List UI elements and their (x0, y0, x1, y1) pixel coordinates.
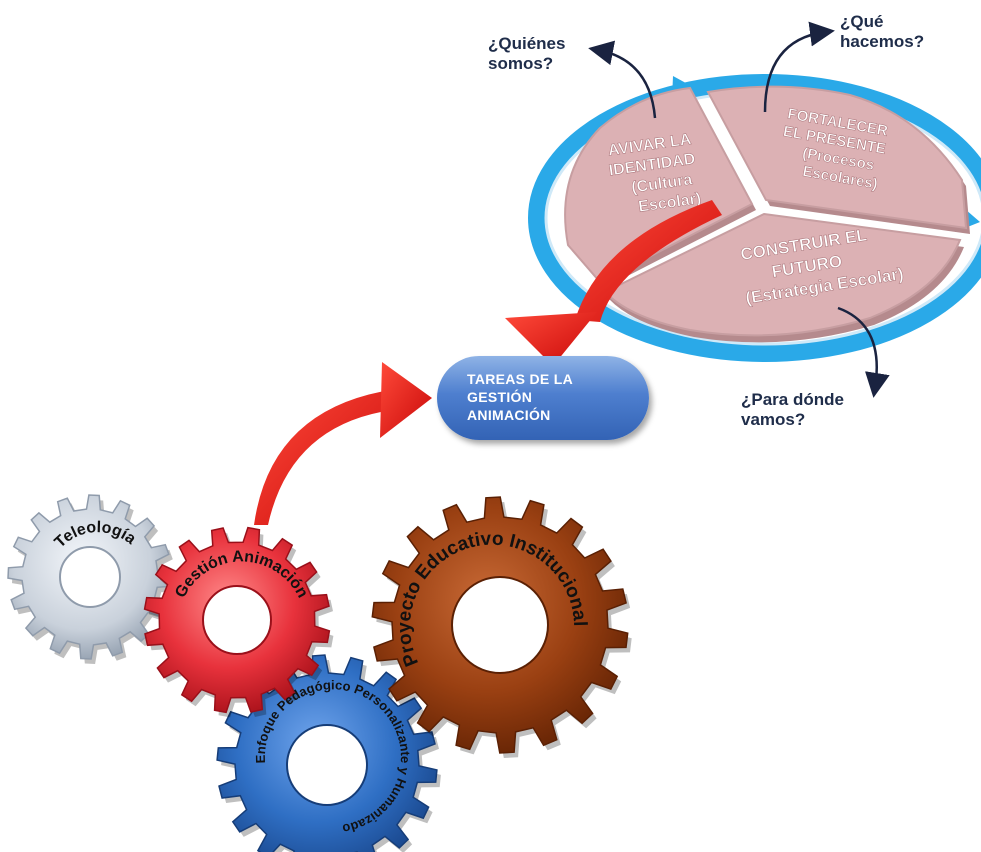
question-who: ¿Quiénes somos? (488, 34, 566, 73)
gear-blue-hole (286, 724, 368, 806)
segment-identity (564, 86, 756, 288)
arrow-cycle-to-tasks (505, 200, 722, 366)
gear-blue (216, 654, 441, 852)
gear-red (143, 526, 334, 718)
question-where: ¿Para dónde vamos? (741, 390, 844, 429)
arrow-gears-to-tasks (254, 362, 432, 525)
pointer-where (837, 306, 890, 398)
gear-brown-hole (451, 576, 549, 674)
gear-red-hole (202, 585, 272, 655)
gear-brown (371, 496, 632, 758)
segment-future (603, 212, 964, 343)
gear-gray (7, 494, 176, 664)
segment-present (706, 85, 970, 235)
pointer-what (763, 21, 835, 113)
gear-gray-hole (59, 546, 121, 608)
pointer-who (588, 40, 657, 119)
gears-group (7, 494, 632, 852)
question-what: ¿Qué hacemos? (840, 12, 925, 51)
cycle-ring (528, 74, 981, 362)
cycle-diagram: AVIVAR LA IDENTIDAD (Cultura Escolar) FO… (528, 21, 981, 398)
central-task-box: TAREAS DE LA GESTIÓN ANIMACIÓN (437, 356, 649, 440)
